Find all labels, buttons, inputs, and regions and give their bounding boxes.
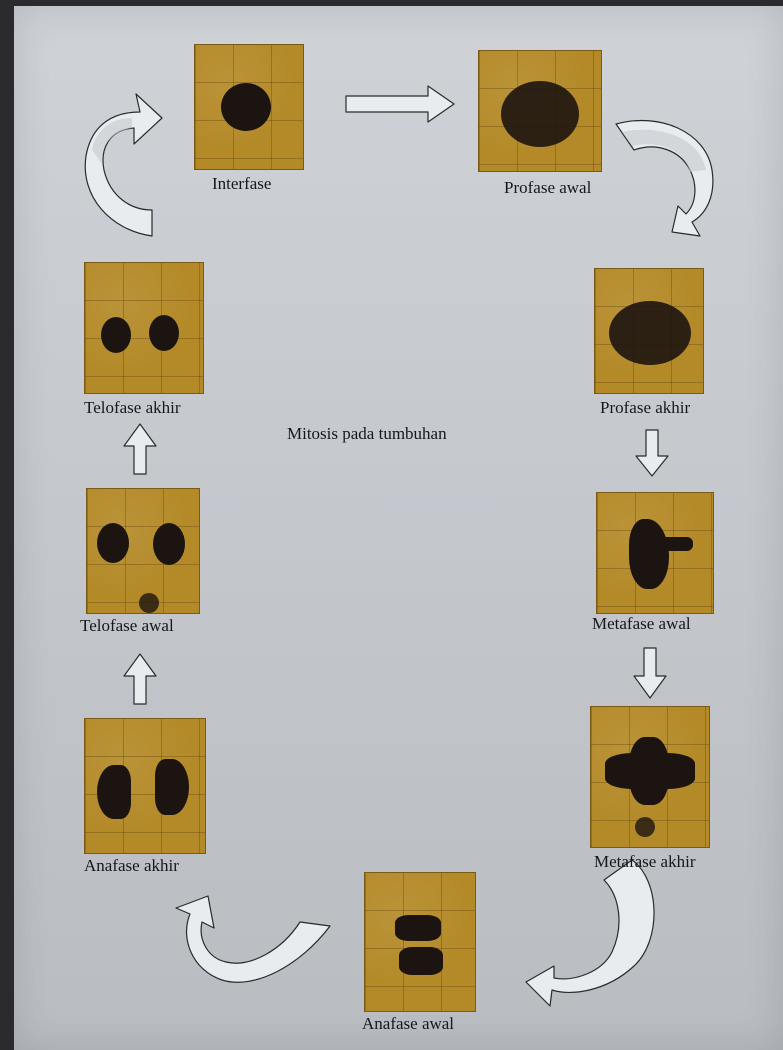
label-telofase-akhir: Telofase akhir [84,398,181,418]
label-anafase-akhir: Anafase akhir [84,856,179,876]
up-arrow-icon [124,424,156,474]
label-metafase-akhir: Metafase akhir [594,852,695,872]
down-arrow-icon [636,430,668,476]
up-arrow-icon [124,654,156,704]
label-profase-awal: Profase awal [504,178,591,198]
label-profase-akhir: Profase akhir [600,398,690,418]
label-interfase: Interfase [212,174,271,194]
label-metafase-awal: Metafase awal [592,614,691,634]
curved-arrow-icon [526,860,654,1006]
diagram-title: Mitosis pada tumbuhan [287,424,447,444]
down-arrow-icon [634,648,666,698]
right-arrow-icon [346,86,454,122]
curved-arrow-icon [176,896,330,982]
curved-arrow-icon [85,94,162,236]
label-telofase-awal: Telofase awal [80,616,174,636]
label-anafase-awal: Anafase awal [362,1014,454,1034]
